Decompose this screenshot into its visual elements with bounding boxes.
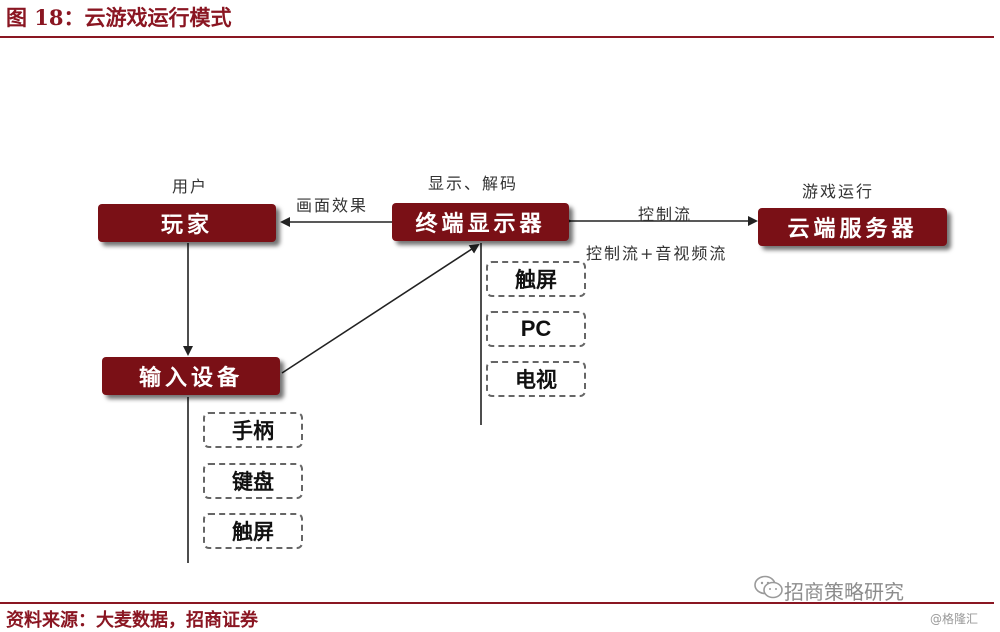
terminal-device-tv: 电视 xyxy=(486,361,586,397)
wechat-icon xyxy=(754,575,783,599)
input-device-touchscreen: 触屏 xyxy=(203,513,303,549)
terminal-display-node: 终端显示器 xyxy=(392,203,569,241)
footer-rule xyxy=(0,602,994,604)
terminal-device-pc: PC xyxy=(486,311,586,347)
header-rule xyxy=(0,36,994,38)
watermark-small: @格隆汇 xyxy=(930,612,979,626)
label-visual-effect: 画面效果 xyxy=(296,196,369,215)
cloud-server-node: 云端服务器 xyxy=(758,208,947,246)
input-device-keyboard: 键盘 xyxy=(203,463,303,499)
input-device-node: 输入设备 xyxy=(102,357,280,395)
label-control-av-stream: 控制流+音视频流 xyxy=(586,244,728,263)
player-node: 玩家 xyxy=(98,204,276,242)
label-display-decode: 显示、解码 xyxy=(428,174,519,193)
label-control-stream: 控制流 xyxy=(638,205,693,224)
figure-title: 图 18：云游戏运行模式 xyxy=(6,5,232,30)
watermark-text: 招商策略研究 xyxy=(784,580,904,604)
terminal-device-touchscreen: 触屏 xyxy=(486,261,586,297)
source-note: 资料来源：大麦数据，招商证券 xyxy=(6,610,258,631)
label-game-running: 游戏运行 xyxy=(802,182,875,201)
arrow-input-to-terminal xyxy=(281,243,480,374)
input-device-gamepad: 手柄 xyxy=(203,412,303,448)
label-user: 用户 xyxy=(172,177,209,196)
